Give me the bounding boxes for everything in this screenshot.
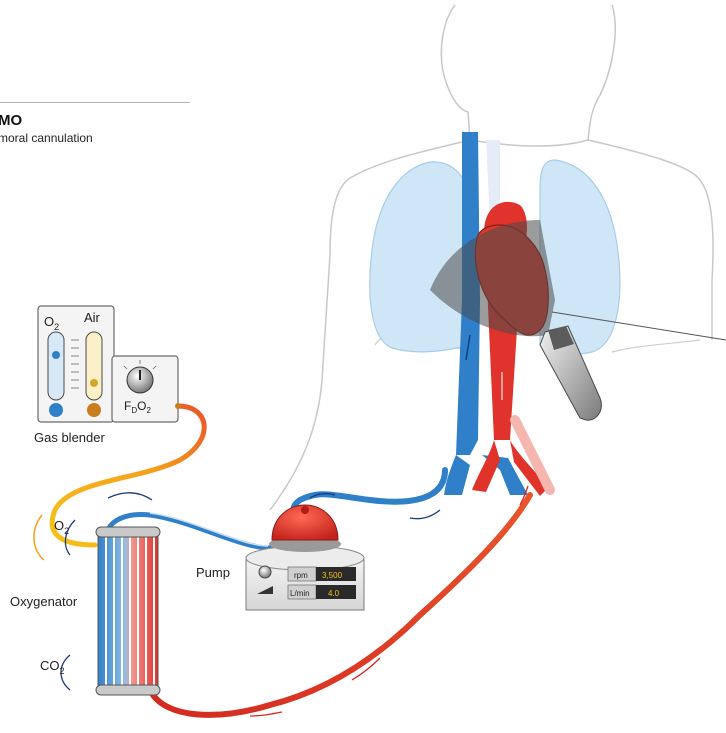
pump-rpm-unit: rpm bbox=[294, 571, 308, 580]
oxygenator bbox=[96, 527, 160, 695]
gas-blender-label: Gas blender bbox=[34, 430, 105, 445]
gas-blender bbox=[38, 306, 181, 422]
left-lung bbox=[540, 160, 620, 354]
pump-label: Pump bbox=[196, 565, 230, 580]
pump-flow-unit: L/min bbox=[290, 589, 310, 598]
pump-flow-value: 4.0 bbox=[328, 589, 340, 598]
air-gauge-label: Air bbox=[84, 310, 101, 325]
co2-label: CO2 bbox=[40, 658, 65, 676]
oxygenator-label: Oxygenator bbox=[10, 594, 78, 609]
pump-rpm-value: 3,500 bbox=[322, 571, 343, 580]
oxygen-flow-arrow bbox=[34, 515, 44, 560]
